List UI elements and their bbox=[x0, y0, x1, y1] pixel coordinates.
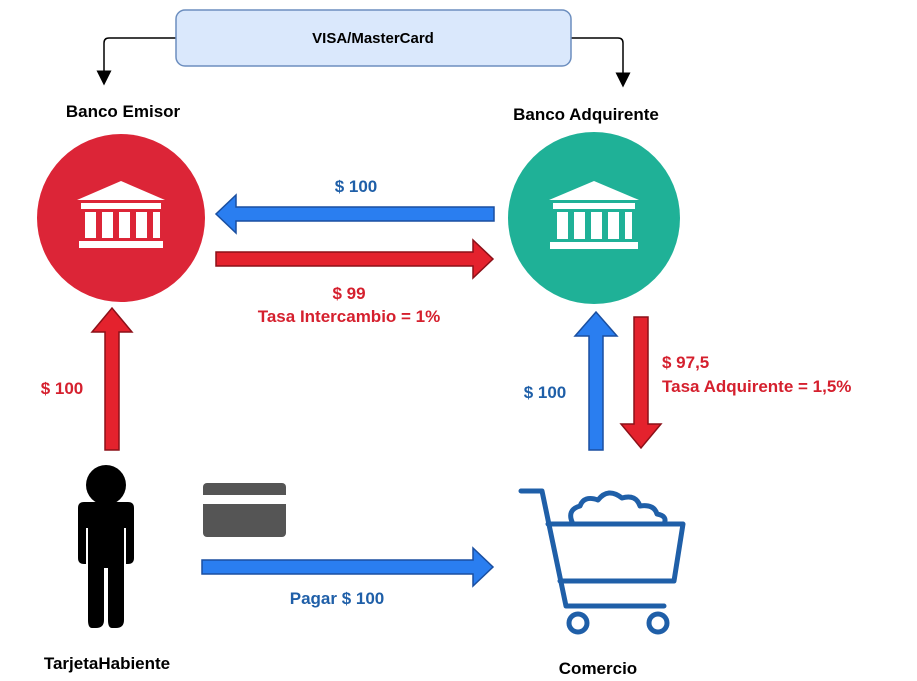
network-box bbox=[175, 9, 572, 67]
acquirer-bank-label: Banco Adquirente bbox=[513, 105, 659, 124]
cardholder bbox=[78, 465, 134, 628]
amount-merchant-to-acquirer: $ 100 bbox=[524, 383, 567, 402]
shopping-cart-icon bbox=[518, 488, 686, 635]
person-icon bbox=[78, 465, 134, 628]
arrow-cardholder-to-merchant bbox=[201, 546, 495, 588]
network-connector-left bbox=[96, 37, 176, 86]
amount-acquirer-to-issuer: $ 100 bbox=[335, 177, 378, 196]
merchant-label: Comercio bbox=[559, 659, 637, 678]
network-box-label: VISA/MasterCard bbox=[312, 30, 434, 47]
bank-icon bbox=[77, 181, 165, 248]
issuer-bank bbox=[37, 134, 205, 302]
amount-acquirer-to-merchant: $ 97,5 bbox=[662, 353, 709, 372]
fee-acquirer: Tasa Adquirente = 1,5% bbox=[662, 377, 851, 396]
amount-cardholder-to-merchant: Pagar $ 100 bbox=[290, 589, 385, 608]
amount-issuer-to-acquirer: $ 99 bbox=[332, 284, 365, 303]
arrow-acquirer-to-merchant bbox=[619, 316, 663, 450]
fee-interchange: Tasa Intercambio = 1% bbox=[258, 307, 441, 326]
network-connector-right bbox=[571, 37, 631, 88]
merchant bbox=[518, 488, 686, 635]
cardholder-label: TarjetaHabiente bbox=[44, 654, 170, 673]
arrow-cardholder-to-issuer bbox=[90, 306, 134, 451]
credit-card-icon bbox=[203, 483, 286, 537]
arrow-merchant-to-acquirer bbox=[573, 310, 619, 451]
arrow-issuer-to-acquirer bbox=[215, 238, 495, 280]
arrow-acquirer-to-issuer bbox=[214, 193, 495, 235]
bank-icon bbox=[549, 181, 639, 249]
amount-cardholder-to-issuer: $ 100 bbox=[41, 379, 84, 398]
issuer-bank-label: Banco Emisor bbox=[66, 102, 181, 121]
acquirer-bank bbox=[508, 132, 680, 304]
